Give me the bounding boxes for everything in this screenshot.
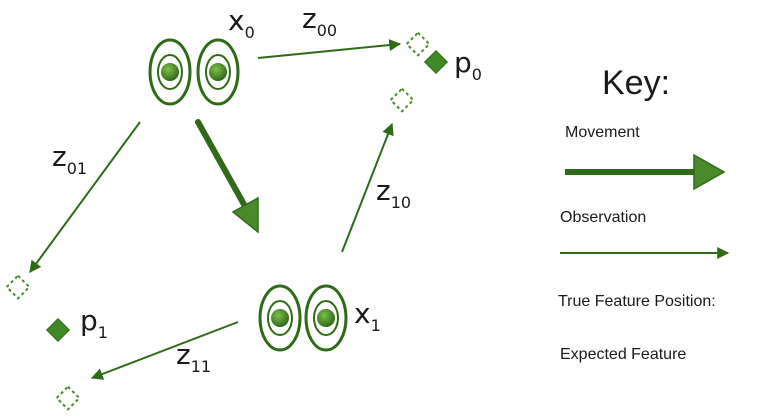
label-z01: z01: [52, 140, 87, 178]
label-p1: p1: [80, 304, 108, 342]
expected-feature-marker-z11: [55, 385, 81, 411]
label-z00: z00: [302, 2, 337, 40]
label-p0: p0: [454, 46, 482, 84]
robot-x0-right-eye: [196, 38, 240, 106]
robot-x1-right-eye: [304, 284, 348, 352]
label-z11: z11: [176, 338, 211, 376]
legend-movement-label: Movement: [565, 124, 640, 141]
label-z10: z10: [376, 174, 411, 212]
legend-expected-feature-label: Expected Feature: [560, 346, 686, 363]
label-x0: x0: [228, 4, 255, 42]
expected-feature-marker-z01: [5, 274, 31, 300]
expected-feature-marker-z00: [405, 31, 431, 57]
robot-x0: [148, 38, 240, 106]
expected-feature-marker-z10: [389, 87, 415, 113]
legend: Key: Movement Observation True Feature P…: [558, 64, 730, 363]
true-feature-marker-p0: [423, 49, 449, 75]
label-x1: x1: [354, 297, 381, 335]
legend-true-feature-label: True Feature Position:: [558, 293, 716, 310]
observation-arrow-z00: [257, 39, 402, 59]
observation-arrow-z10: [341, 122, 394, 253]
legend-observation-label: Observation: [560, 209, 646, 226]
observation-arrow-z01: [29, 121, 141, 273]
movement-arrow-x0-x1: [195, 119, 259, 234]
robot-x1-left-eye: [258, 284, 302, 352]
legend-movement-arrow: [565, 153, 726, 191]
legend-title: Key:: [602, 64, 670, 102]
robot-x1: [258, 284, 348, 352]
true-feature-marker-p1: [45, 317, 71, 343]
observation-arrow-z11: [90, 321, 239, 380]
robot-x0-left-eye: [148, 38, 192, 106]
